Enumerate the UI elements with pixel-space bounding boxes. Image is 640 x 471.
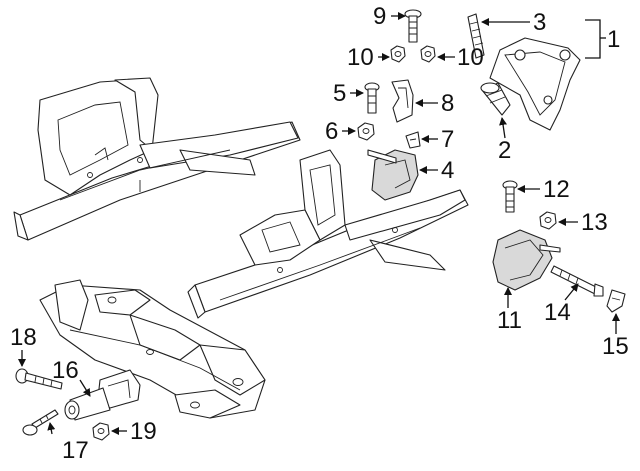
callout-3: 3 <box>533 9 546 36</box>
callout-10-right: 10 <box>457 44 484 71</box>
engine-mount-part-4 <box>367 149 419 201</box>
bolt-part-5 <box>364 82 380 114</box>
bolt-part-2 <box>480 82 511 116</box>
callout-10-left: 10 <box>347 44 374 71</box>
nut-part-13 <box>539 211 557 230</box>
center-frame-rail <box>187 149 469 319</box>
callout-6: 6 <box>325 118 338 145</box>
bolt-part-14 <box>550 265 604 297</box>
callout-11: 11 <box>497 307 522 334</box>
bolt-part-17 <box>22 409 59 436</box>
heat-shield-part-8 <box>391 79 414 123</box>
leader-lines <box>18 12 620 435</box>
callout-7: 7 <box>441 126 454 153</box>
upper-mount-bracket <box>489 37 581 131</box>
front-crossmember <box>39 279 266 419</box>
callout-19: 19 <box>130 418 157 445</box>
callout-17: 17 <box>62 437 89 464</box>
callout-1: 1 <box>607 26 620 53</box>
nut-part-10-left <box>390 45 406 63</box>
callout-16: 16 <box>52 357 79 384</box>
clip-part-7 <box>405 131 421 149</box>
bolt-part-9 <box>404 9 422 43</box>
callout-15: 15 <box>602 333 629 360</box>
callout-12: 12 <box>543 176 570 203</box>
bolt-part-18 <box>15 368 63 390</box>
callout-18: 18 <box>10 324 37 351</box>
mount-part-11 <box>492 229 561 291</box>
callout-9: 9 <box>373 3 386 30</box>
callout-labels: 1 2 3 4 5 6 7 8 9 10 10 11 12 13 14 15 1… <box>10 3 629 464</box>
callout-2: 2 <box>498 137 511 164</box>
callout-5: 5 <box>333 80 346 107</box>
callout-14: 14 <box>544 299 571 326</box>
bolt-part-12 <box>502 180 518 213</box>
nut-part-6 <box>357 122 375 141</box>
bracket-part-15 <box>606 289 626 313</box>
callout-13: 13 <box>581 209 608 236</box>
nut-part-10-right <box>420 45 436 63</box>
mount-stud <box>467 13 485 59</box>
callout-4: 4 <box>441 157 454 184</box>
bushing-part-16 <box>64 369 141 421</box>
left-frame-rail <box>13 77 301 241</box>
nut-part-19 <box>92 422 110 441</box>
callout-8: 8 <box>441 90 454 117</box>
